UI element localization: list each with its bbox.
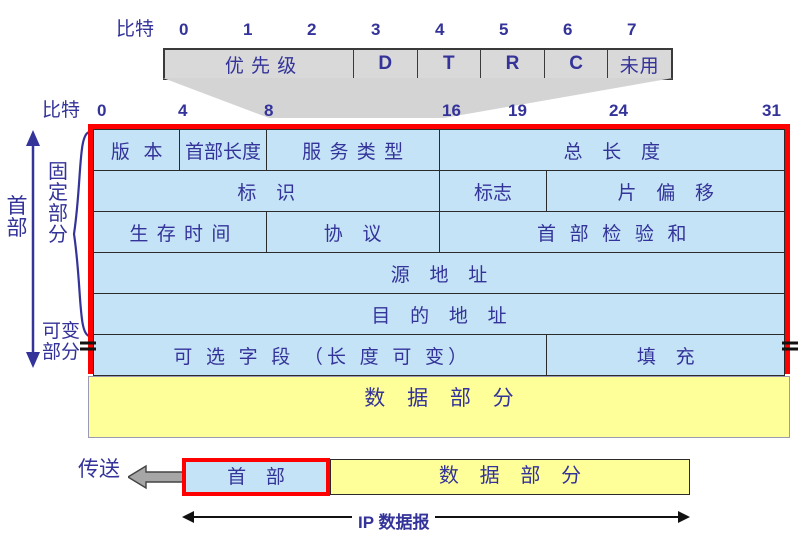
tos-field-r: R <box>481 50 545 78</box>
field-identification: 标 识 <box>93 170 440 212</box>
tos-bit-number-0: 0 <box>179 20 189 39</box>
field-fragment-offset: 片 偏 移 <box>546 170 785 212</box>
tos-bit-number-3: 3 <box>371 20 381 39</box>
header-row-1: 版 本 首部长度 服 务 类 型 总 长 度 <box>92 129 785 171</box>
datagram-header-box: 首 部 <box>182 458 330 496</box>
field-total-length: 总 长 度 <box>438 129 785 171</box>
data-part-label: 数 据 部 分 <box>364 387 522 410</box>
field-source-address: 源 地 址 <box>93 252 785 294</box>
ip-datagram-span-arrow <box>182 511 690 523</box>
tos-bit-axis-label: 比特 <box>116 19 155 40</box>
header-bit-number-8: 8 <box>264 101 274 120</box>
field-padding: 填 充 <box>546 334 785 376</box>
variable-length-break-left-icon <box>80 341 96 351</box>
header-bit-number-19: 19 <box>508 101 527 120</box>
ip-header-table: 版 本 首部长度 服 务 类 型 总 长 度 标 识 <box>92 129 785 376</box>
tos-bit-number-7: 7 <box>627 20 637 39</box>
header-row-4: 源 地 址 <box>93 252 785 294</box>
tos-bit-number-1: 1 <box>243 20 253 39</box>
data-part-box: 数 据 部 分 <box>88 376 790 438</box>
tos-bit-number-5: 5 <box>499 20 509 39</box>
header-bit-number-4: 4 <box>178 101 188 120</box>
transmission-label: 传送 <box>78 458 120 481</box>
field-time-to-live: 生 存 时 间 <box>93 211 267 253</box>
tos-field-c: C <box>545 50 609 78</box>
tos-bit-number-6: 6 <box>563 20 573 39</box>
label-fixed-part: 固定部分 <box>48 161 68 246</box>
header-bit-axis-label: 比特 <box>42 100 81 121</box>
header-extent-arrow <box>26 130 40 368</box>
field-flags: 标志 <box>438 170 548 212</box>
tos-bit-number-2: 2 <box>307 20 317 39</box>
field-header-checksum: 首 部 检 验 和 <box>438 211 785 253</box>
tos-expansion-funnel <box>163 78 673 118</box>
header-bit-number-16: 16 <box>442 101 461 120</box>
header-bit-number-0: 0 <box>97 101 107 120</box>
header-row-6: 可 选 字 段 （长 度 可 变） 填 充 <box>92 334 785 376</box>
tos-field-t: T <box>418 50 482 78</box>
transmission-arrow-icon <box>128 464 184 490</box>
ip-datagram-label: IP 数据报 <box>352 508 436 533</box>
ip-header-table-outline: 版 本 首部长度 服 务 类 型 总 长 度 标 识 <box>88 124 790 376</box>
field-version: 版 本 <box>92 129 181 171</box>
tos-bit-number-4: 4 <box>435 20 445 39</box>
header-bit-number-24: 24 <box>609 101 628 120</box>
tos-field-strip: 优 先 级 D T R C 未用 <box>163 48 673 80</box>
field-type-of-service: 服 务 类 型 <box>265 129 440 171</box>
field-options: 可 选 字 段 （长 度 可 变） <box>92 334 548 376</box>
label-variable-part: 可变部分 <box>41 321 80 363</box>
variable-length-break-right-icon <box>782 341 798 351</box>
label-header-whole: 首部 <box>4 195 30 241</box>
fixed-part-brace <box>72 130 91 338</box>
header-row-5: 目 的 地 址 <box>93 293 785 335</box>
header-row-2: 标 识 标志 片 偏 移 <box>93 170 785 212</box>
field-header-length: 首部长度 <box>179 129 267 171</box>
field-destination-address: 目 的 地 址 <box>93 293 785 335</box>
header-bit-number-31: 31 <box>762 101 781 120</box>
field-protocol: 协 议 <box>265 211 440 253</box>
datagram-data-box: 数 据 部 分 <box>330 459 690 495</box>
tos-field-unused: 未用 <box>619 55 660 77</box>
header-row-3: 生 存 时 间 协 议 首 部 检 验 和 <box>93 211 785 253</box>
tos-field-d: D <box>354 50 418 78</box>
datagram-data-label: 数 据 部 分 <box>438 465 589 487</box>
tos-field-precedence: 优 先 级 <box>165 50 354 78</box>
